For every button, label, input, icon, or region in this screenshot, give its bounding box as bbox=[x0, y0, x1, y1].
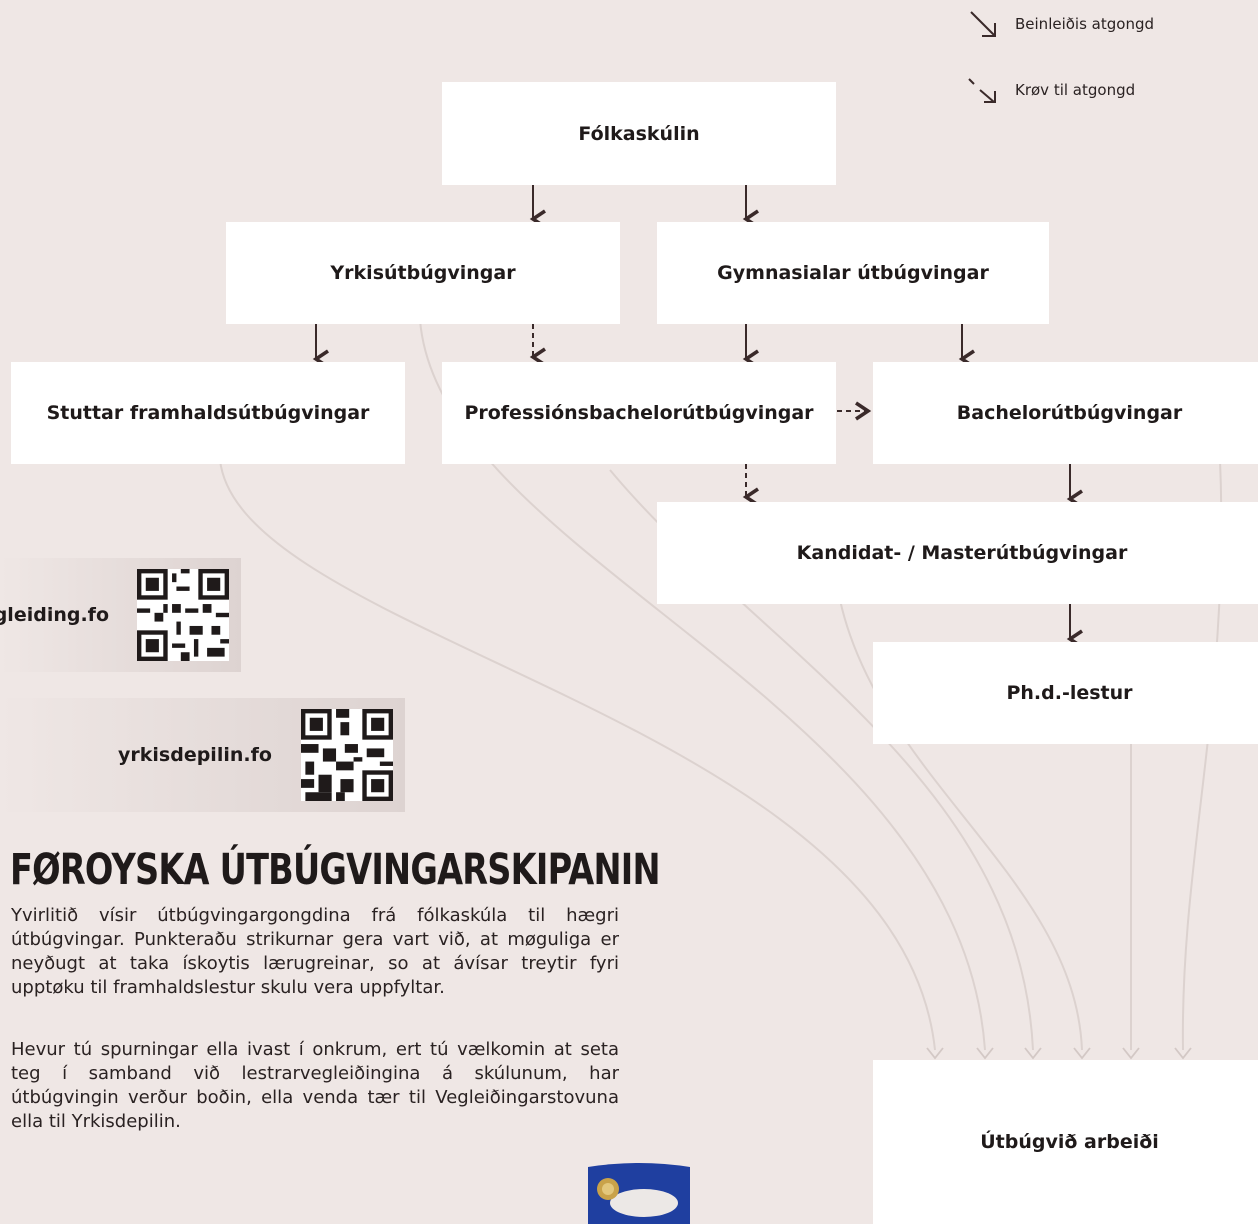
conditional-arrows bbox=[529, 324, 872, 507]
box-yrkisutbugvingar: Yrkisútbúgvingar bbox=[226, 222, 620, 324]
coat-of-arms-logo bbox=[588, 1163, 690, 1224]
intro-paragraph: Yvirlitið vísir útbúgvingargongdina frá … bbox=[11, 905, 619, 998]
legend-conditional-label: Krøv til atgongd bbox=[1015, 81, 1136, 99]
box-bachelor: Bachelorútbúgvingar bbox=[873, 362, 1258, 464]
box-stuttar-framhald: Stuttar framhaldsútbúgvingar bbox=[11, 362, 405, 464]
box-utbugvid-arbeidi: Útbúgvið arbeiði bbox=[873, 1060, 1258, 1224]
box-kandidat-master: Kandidat- / Masterútbúgvingar bbox=[657, 502, 1258, 604]
yrkisdepilin-qr-code bbox=[301, 709, 393, 801]
legend-conditional-icon bbox=[968, 78, 996, 103]
vegleiding-link-panel[interactable]: gleiding.fo bbox=[0, 558, 241, 672]
vegleiding-link[interactable]: gleiding.fo bbox=[0, 604, 109, 626]
yrkisdepilin-link-panel[interactable]: yrkisdepilin.fo bbox=[0, 698, 405, 812]
page-title: FØROYSKA ÚTBÚGVINGARSKIPANIN bbox=[10, 845, 661, 895]
box-folkaskulin: Fólkaskúlin bbox=[442, 82, 836, 185]
contact-paragraph: Hevur tú spurningar ella ivast í onkrum,… bbox=[11, 1039, 619, 1132]
box-gymnasialar: Gymnasialar útbúgvingar bbox=[657, 222, 1049, 324]
convergence-arrowheads bbox=[926, 1047, 1192, 1060]
vegleiding-qr-code bbox=[137, 569, 229, 661]
box-professionsbachelor: Professiónsbachelorútbúgvingar bbox=[442, 362, 836, 464]
yrkisdepilin-link[interactable]: yrkisdepilin.fo bbox=[118, 744, 272, 766]
legend-direct-icon bbox=[970, 11, 996, 37]
legend-direct-label: Beinleiðis atgongd bbox=[1015, 15, 1155, 33]
direct-arrows bbox=[312, 185, 1083, 649]
box-phd: Ph.d.-lestur bbox=[873, 642, 1258, 744]
